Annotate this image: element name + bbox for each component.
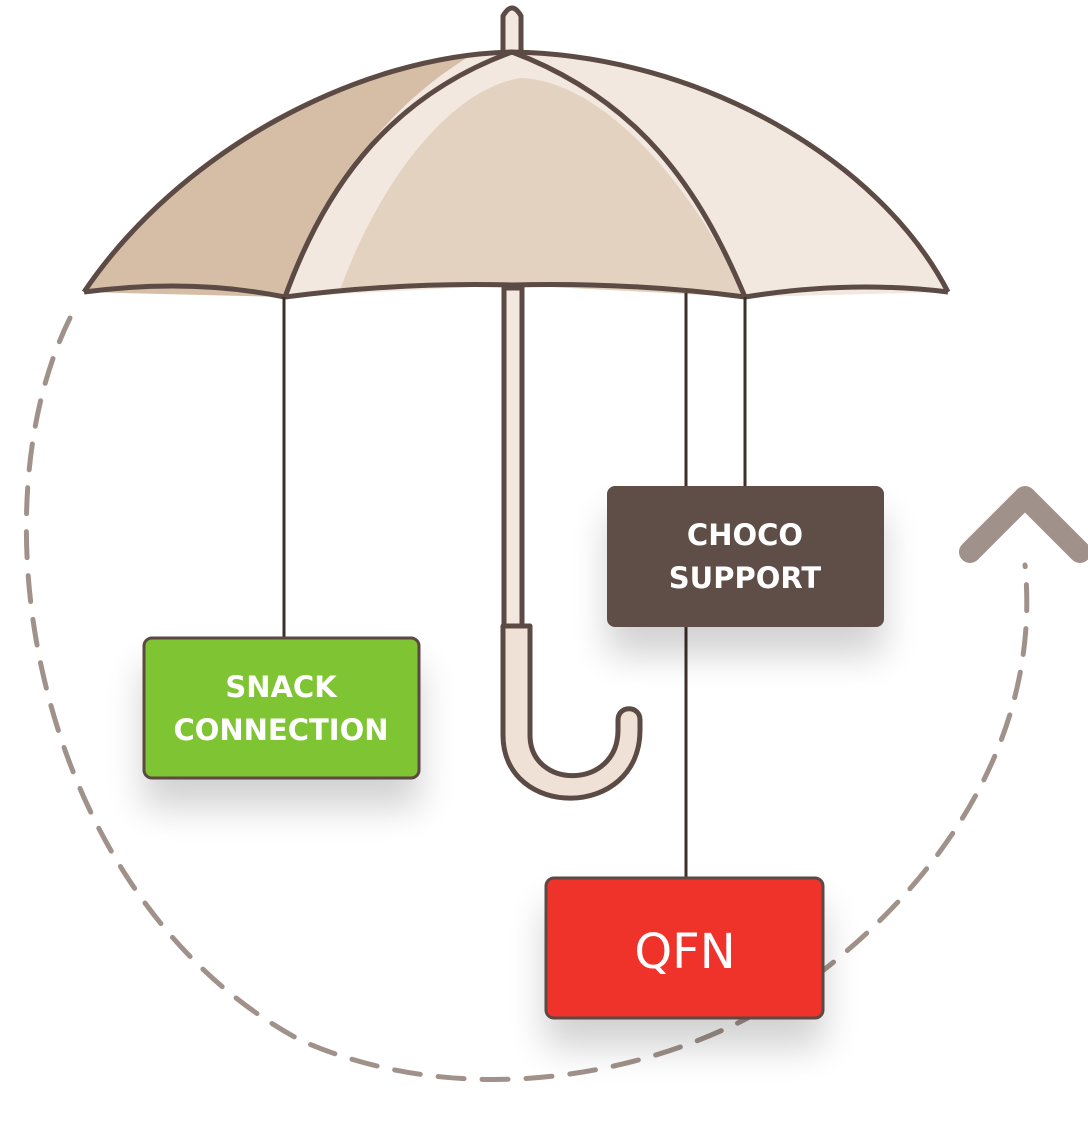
- chevron-up-icon: [959, 486, 1088, 563]
- choco-label-line1: CHOCO: [687, 518, 803, 552]
- choco-support-card: CHOCO SUPPORT: [607, 486, 884, 627]
- qfn-card: QFN: [544, 876, 825, 1020]
- snack-label-line1: SNACK: [225, 670, 338, 704]
- qfn-label: QFN: [634, 924, 735, 980]
- dashed-cycle-path: [23, 315, 1030, 1082]
- snack-label-line2: CONNECTION: [173, 713, 388, 747]
- umbrella-icon: [81, 5, 951, 801]
- choco-label-line2: SUPPORT: [669, 561, 822, 595]
- snack-connection-card: SNACK CONNECTION: [142, 636, 421, 780]
